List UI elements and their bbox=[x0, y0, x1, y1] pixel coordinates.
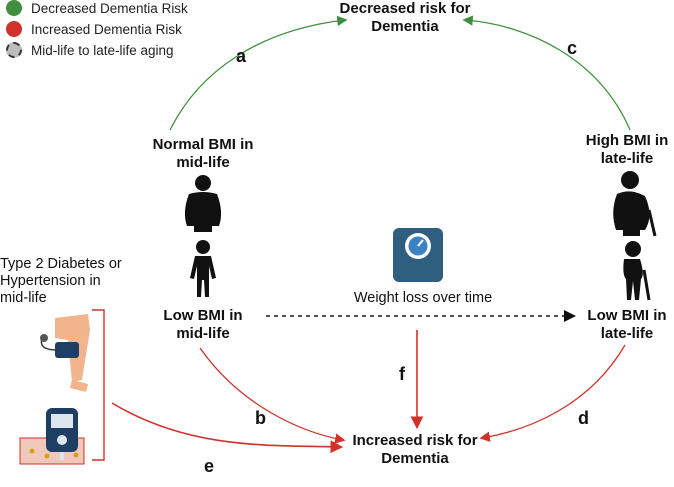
label-line: mid-life bbox=[176, 154, 230, 171]
label-line: Decreased risk for bbox=[339, 0, 471, 17]
legend-label: Decreased Dementia Risk bbox=[31, 0, 188, 16]
legend-label: Mid-life to late-life aging bbox=[31, 42, 174, 58]
low-bmi-late-label: Low BMI in late-life bbox=[572, 307, 674, 343]
weight-loss-label: Weight loss over time bbox=[353, 290, 493, 306]
label-line: mid-life bbox=[176, 325, 230, 342]
label-line: Dementia bbox=[371, 18, 439, 35]
high-bmi-late-label: High BMI in late-life bbox=[572, 132, 674, 168]
label-line: Dementia bbox=[381, 450, 449, 467]
normal-bmi-mid-label: Normal BMI in mid-life bbox=[140, 136, 266, 172]
elderly-large-icon bbox=[613, 171, 657, 237]
increased-risk-label: Increased risk for Dementia bbox=[340, 432, 490, 468]
elderly-slim-icon bbox=[623, 241, 651, 301]
arrow-label-c: c bbox=[567, 38, 578, 58]
arrow-b bbox=[199, 347, 346, 444]
arrow-label-b: b bbox=[255, 408, 266, 428]
label-line: Type 2 Diabetes or bbox=[0, 256, 122, 272]
arrow-label-e: e bbox=[204, 456, 215, 476]
legend-item-increased: Increased Dementia Risk bbox=[6, 21, 182, 37]
arrow-a bbox=[169, 15, 348, 131]
legend-item-decreased: Decreased Dementia Risk bbox=[6, 0, 188, 16]
blood-pressure-arm-icon bbox=[40, 314, 90, 392]
label-line: Low BMI in bbox=[587, 307, 667, 324]
bracket bbox=[92, 309, 105, 461]
arrow-label-a: a bbox=[236, 46, 247, 66]
arrow-d bbox=[479, 344, 626, 442]
legend-item-aging: Mid-life to late-life aging bbox=[6, 42, 174, 58]
arrow-label-d: d bbox=[578, 408, 589, 428]
arrow-label-f: f bbox=[399, 364, 405, 384]
arrow-e bbox=[111, 402, 344, 454]
legend-label: Increased Dementia Risk bbox=[31, 21, 182, 37]
decreased-risk-label: Decreased risk for Dementia bbox=[330, 0, 480, 36]
label-line: late-life bbox=[600, 325, 654, 342]
glucose-meter-icon bbox=[19, 408, 85, 465]
label-line: Hypertension in bbox=[0, 273, 101, 289]
person-large-icon bbox=[184, 175, 222, 232]
green-dot-icon bbox=[6, 0, 22, 16]
dashed-circle-icon bbox=[6, 42, 22, 58]
label-line: Normal BMI in bbox=[152, 136, 254, 153]
low-bmi-mid-label: Low BMI in mid-life bbox=[140, 307, 266, 343]
arrow-c bbox=[462, 15, 631, 131]
red-dot-icon bbox=[6, 21, 22, 37]
label-line: late-life bbox=[600, 150, 654, 167]
person-slim-icon bbox=[190, 240, 216, 297]
label-line: Increased risk for bbox=[352, 432, 478, 449]
label-line: Low BMI in bbox=[163, 307, 243, 324]
weight-scale-icon bbox=[393, 228, 443, 282]
diabetes-label: Type 2 Diabetes or Hypertension in mid-l… bbox=[0, 256, 150, 307]
label-line: High BMI in bbox=[585, 132, 669, 149]
label-line: mid-life bbox=[0, 290, 47, 306]
